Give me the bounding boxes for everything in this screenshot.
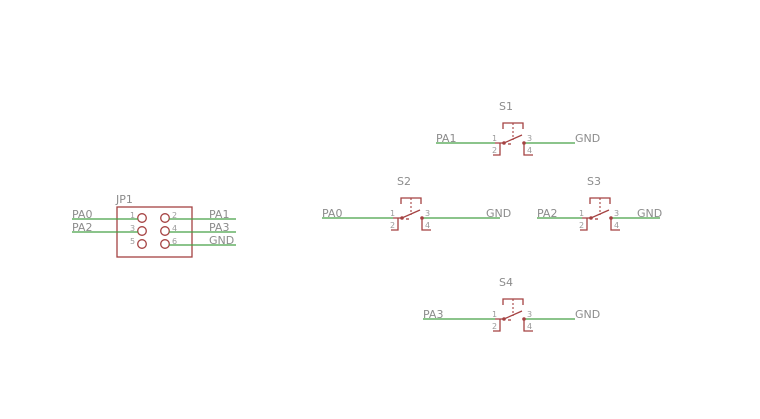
switch-s2[interactable]: S2 PA0 GND 1 2 3 4 (322, 175, 511, 231)
switch-lever (495, 134, 523, 144)
header-pad (160, 239, 170, 249)
switch-leg (421, 218, 431, 231)
net-label: GND (575, 308, 600, 321)
switch-pin-number: 1 (492, 310, 497, 319)
switch-s3[interactable]: S3 PA2 GND 1 2 3 4 (537, 175, 662, 231)
header-pad (160, 226, 170, 236)
switch-contact (420, 216, 424, 220)
header-jp1[interactable]: JP1 1 2 3 4 5 6 PA0 PA2 PA1 PA3 GND (72, 193, 236, 258)
switch-leg (523, 319, 533, 332)
switch-contact (400, 216, 404, 220)
header-pin-number: 1 (130, 211, 135, 220)
net-label: PA3 (423, 308, 443, 321)
switch-pin-number: 4 (425, 221, 430, 230)
switch-pin-number: 3 (527, 310, 532, 319)
header-pad (137, 239, 147, 249)
switch-pin-number: 3 (614, 209, 619, 218)
switch-s4[interactable]: S4 PA3 GND 1 2 3 4 (423, 276, 600, 332)
switch-pin-number: 4 (527, 322, 532, 331)
net-label: GND (486, 207, 511, 220)
switch-contact (522, 317, 526, 321)
switch-leg (391, 218, 399, 231)
net-label: PA2 (72, 221, 92, 234)
net-label: PA1 (436, 132, 456, 145)
switch-name: S2 (397, 175, 411, 188)
switch-lever (393, 209, 421, 219)
switch-pin-number: 1 (492, 134, 497, 143)
switch-contact (522, 141, 526, 145)
net-label: PA0 (72, 208, 92, 221)
header-pin-number: 5 (130, 237, 135, 246)
header-pin-number: 4 (172, 224, 177, 233)
switch-pin-number: 2 (390, 221, 395, 230)
switch-leg (580, 218, 588, 231)
switch-name: S3 (587, 175, 601, 188)
net-label: PA1 (209, 208, 229, 221)
header-pin-number: 6 (172, 237, 177, 246)
switch-leg (493, 143, 501, 156)
switch-pin-number: 2 (579, 221, 584, 230)
switch-contact (502, 141, 506, 145)
net-label: PA3 (209, 221, 229, 234)
switch-pin-number: 3 (527, 134, 532, 143)
switch-pin-number: 1 (390, 209, 395, 218)
switch-pin-number: 2 (492, 146, 497, 155)
switch-contact (609, 216, 613, 220)
switch-lever (582, 209, 610, 219)
switch-s1[interactable]: S1 PA1 GND 1 2 3 4 (436, 100, 600, 156)
switch-name: S1 (499, 100, 513, 113)
net-label: GND (637, 207, 662, 220)
switch-name: S4 (499, 276, 513, 289)
switch-leg (493, 319, 501, 332)
switch-pin-number: 3 (425, 209, 430, 218)
switch-leg (610, 218, 620, 231)
switch-leg (523, 143, 533, 156)
switch-contact (589, 216, 593, 220)
header-pin-number: 2 (172, 211, 177, 220)
switch-pin-number: 2 (492, 322, 497, 331)
switch-pin-number: 1 (579, 209, 584, 218)
header-pin-number: 3 (130, 224, 135, 233)
net-label: GND (209, 234, 234, 247)
switch-pin-number: 4 (527, 146, 532, 155)
net-label: GND (575, 132, 600, 145)
header-pad (160, 213, 170, 223)
net-label: PA0 (322, 207, 342, 220)
switch-contact (502, 317, 506, 321)
net-label: PA2 (537, 207, 557, 220)
header-pad (137, 213, 147, 223)
switch-lever (495, 310, 523, 320)
header-name: JP1 (115, 193, 133, 206)
switch-pin-number: 4 (614, 221, 619, 230)
header-pad (137, 226, 147, 236)
